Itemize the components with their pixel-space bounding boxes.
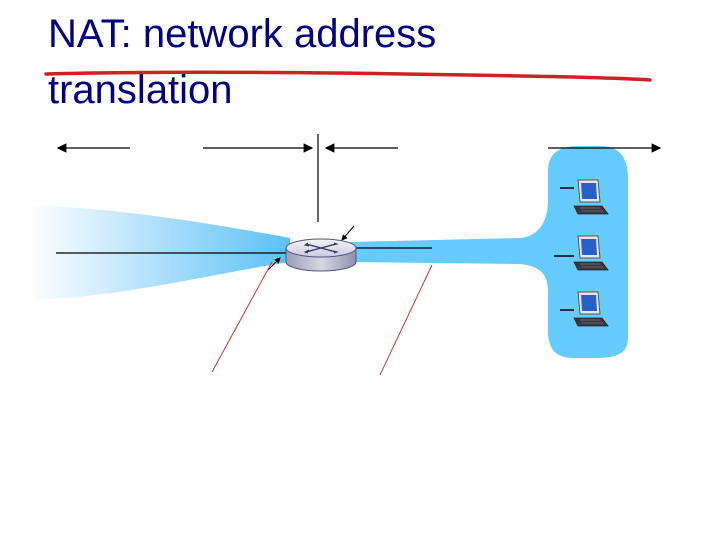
computer-icon — [560, 291, 609, 327]
callout-line-left — [211, 261, 273, 373]
router-icon — [285, 238, 357, 272]
pointer-arrow-top — [341, 225, 355, 241]
pointer-arrow-bottom — [267, 257, 281, 271]
computer-icon — [554, 235, 609, 271]
title-line-1: NAT: network address — [48, 12, 437, 56]
title-underline — [44, 70, 652, 82]
computer-icon — [560, 179, 609, 215]
local-network-cloud — [350, 146, 628, 358]
callout-line-right — [379, 264, 433, 376]
title-line-2: translation — [48, 68, 233, 112]
page-title: NAT: network address translation — [48, 6, 436, 118]
